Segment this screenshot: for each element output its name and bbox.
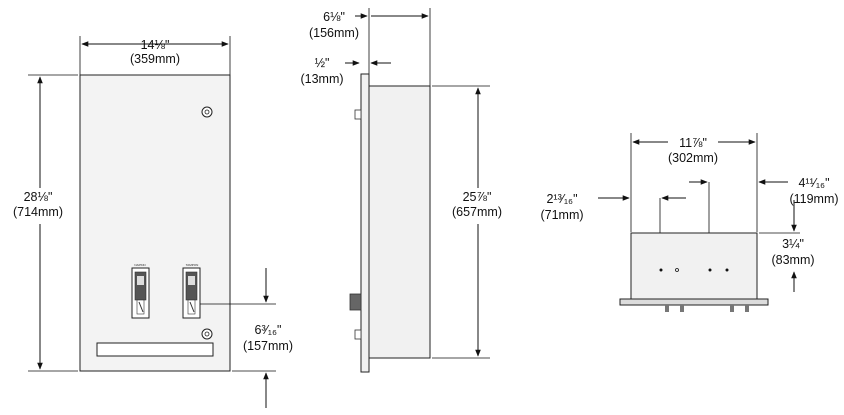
mounting-hole-icon <box>659 268 663 272</box>
coin-mechanism-left-label: NAPKIN <box>134 263 145 267</box>
top-depth-metric: (83mm) <box>771 253 814 267</box>
left-offset-metric: (71mm) <box>540 208 583 222</box>
front-height-imperial: 28⅛" <box>24 190 53 204</box>
side-depth-metric: (156mm) <box>309 26 359 40</box>
bottom-lock-icon <box>201 328 213 340</box>
left-offset-imperial: 2¹³⁄₁₆" <box>546 192 577 206</box>
side-view: 6⅛" (156mm) ½" (13mm) 25⅞" (657mm) <box>300 8 511 373</box>
top-width-imperial: 11⅞" <box>679 136 707 150</box>
front-view: 14⅛" (359mm) 28⅛" (714mm) NAPKIN TAMPON <box>5 36 293 408</box>
top-view: 11⅞" (302mm) 2¹³⁄₁₆" (71mm) 4¹¹⁄₁₆" (119… <box>540 132 839 312</box>
right-offset-metric: (119mm) <box>789 192 838 206</box>
mounting-hole-icon <box>708 268 712 272</box>
top-width-metric: (302mm) <box>668 151 718 165</box>
top-view-box <box>630 232 758 300</box>
side-flange <box>360 73 370 373</box>
delivery-tray <box>96 342 214 357</box>
mounting-hole-icon <box>725 268 729 272</box>
coin-mechanism-right-label: TAMPON <box>186 263 199 267</box>
cabinet-height-metric: (657mm) <box>452 205 502 219</box>
cabinet-height-imperial: 25⅞" <box>463 190 492 204</box>
coin-mechanism-right: TAMPON <box>182 263 201 319</box>
coin-height-imperial: 6³⁄₁₆" <box>255 323 282 337</box>
side-depth-imperial: 6⅛" <box>323 10 345 24</box>
mounting-hole-icon <box>675 268 679 272</box>
coin-height-metric: (157mm) <box>243 339 293 353</box>
front-height-metric: (714mm) <box>13 205 63 219</box>
front-panel <box>79 74 231 372</box>
top-view-flange <box>619 298 769 306</box>
flange-metric: (13mm) <box>300 72 343 86</box>
side-cabinet <box>368 85 431 359</box>
top-depth-imperial: 3¼" <box>782 237 804 251</box>
front-width-imperial: 14⅛" <box>141 38 170 52</box>
coin-mechanism-left: NAPKIN <box>131 263 150 319</box>
lock-icon <box>201 106 213 118</box>
right-offset-imperial: 4¹¹⁄₁₆" <box>798 176 829 190</box>
flange-imperial: ½" <box>315 56 330 70</box>
front-width-metric: (359mm) <box>130 52 180 66</box>
